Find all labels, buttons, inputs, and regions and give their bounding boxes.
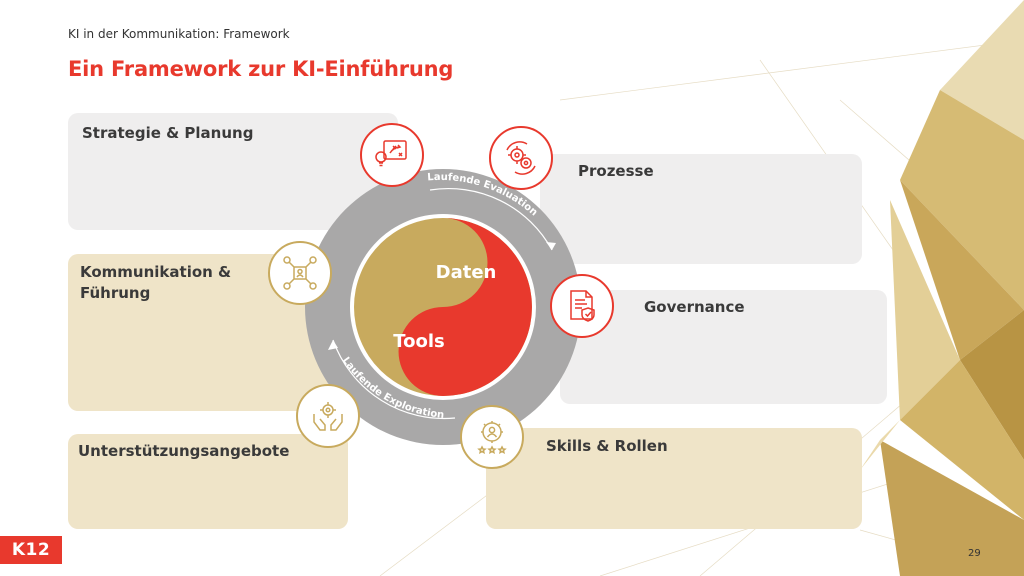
- inner-red-label: Daten: [436, 262, 497, 283]
- document-shield-icon: [550, 274, 614, 338]
- box-skills: [486, 428, 862, 529]
- page-number: 29: [968, 548, 981, 559]
- label-skills: Skills & Rollen: [546, 437, 668, 455]
- k12-logo: K12: [0, 536, 62, 564]
- label-unterstuetzung: Unterstützungsangebote: [78, 442, 290, 460]
- label-kommunikation: Kommunikation & Führung: [80, 263, 232, 302]
- evaluation-arrow: [429, 187, 553, 251]
- box-strategie: [68, 113, 398, 230]
- label-governance: Governance: [644, 298, 745, 316]
- exploration-arrow: [332, 339, 456, 420]
- gear-person-stars-icon: [460, 405, 524, 469]
- label-prozesse: Prozesse: [578, 162, 654, 180]
- gears-process-icon: [489, 126, 553, 190]
- people-network-icon: [268, 241, 332, 305]
- page-title: Ein Framework zur KI-Einführung: [68, 57, 454, 81]
- inner-gold-label: Tools: [393, 331, 445, 352]
- breadcrumb: KI in der Kommunikation: Framework: [68, 27, 290, 41]
- hands-gear-icon: [296, 384, 360, 448]
- box-unterstuetzung: [68, 434, 348, 529]
- strategy-board-icon: [360, 123, 424, 187]
- box-governance: [560, 290, 887, 404]
- box-prozesse: [540, 154, 862, 264]
- label-strategie: Strategie & Planung: [82, 124, 254, 142]
- inner-red-swirl: [398, 218, 532, 396]
